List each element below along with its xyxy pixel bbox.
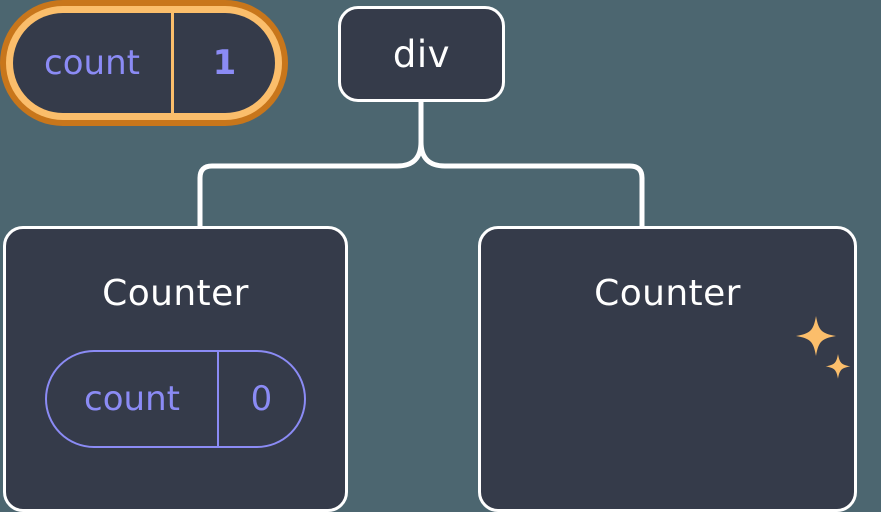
state-pill-count-right-highlighted[interactable]: count 1: [0, 0, 288, 126]
connector-branch-left: [197, 139, 424, 230]
node-div-label: div: [392, 32, 451, 76]
state-pill-core: count 1: [13, 13, 275, 113]
state-pill-highlight-ring: count 1: [6, 6, 282, 120]
state-key-label: count: [13, 13, 174, 113]
state-key-label: count: [47, 352, 219, 446]
node-counter-right[interactable]: Counter: [478, 226, 857, 512]
state-value-label: 0: [250, 379, 273, 419]
node-div[interactable]: div: [338, 6, 505, 102]
node-counter-left-label: Counter: [102, 273, 249, 314]
state-value-label: 1: [212, 43, 237, 83]
state-pill-count-left[interactable]: count 0: [45, 350, 306, 448]
connector-branch-right: [418, 139, 645, 230]
diagram-canvas: div Counter count 0 Counter count 1: [0, 0, 857, 512]
node-counter-right-label: Counter: [594, 273, 741, 314]
